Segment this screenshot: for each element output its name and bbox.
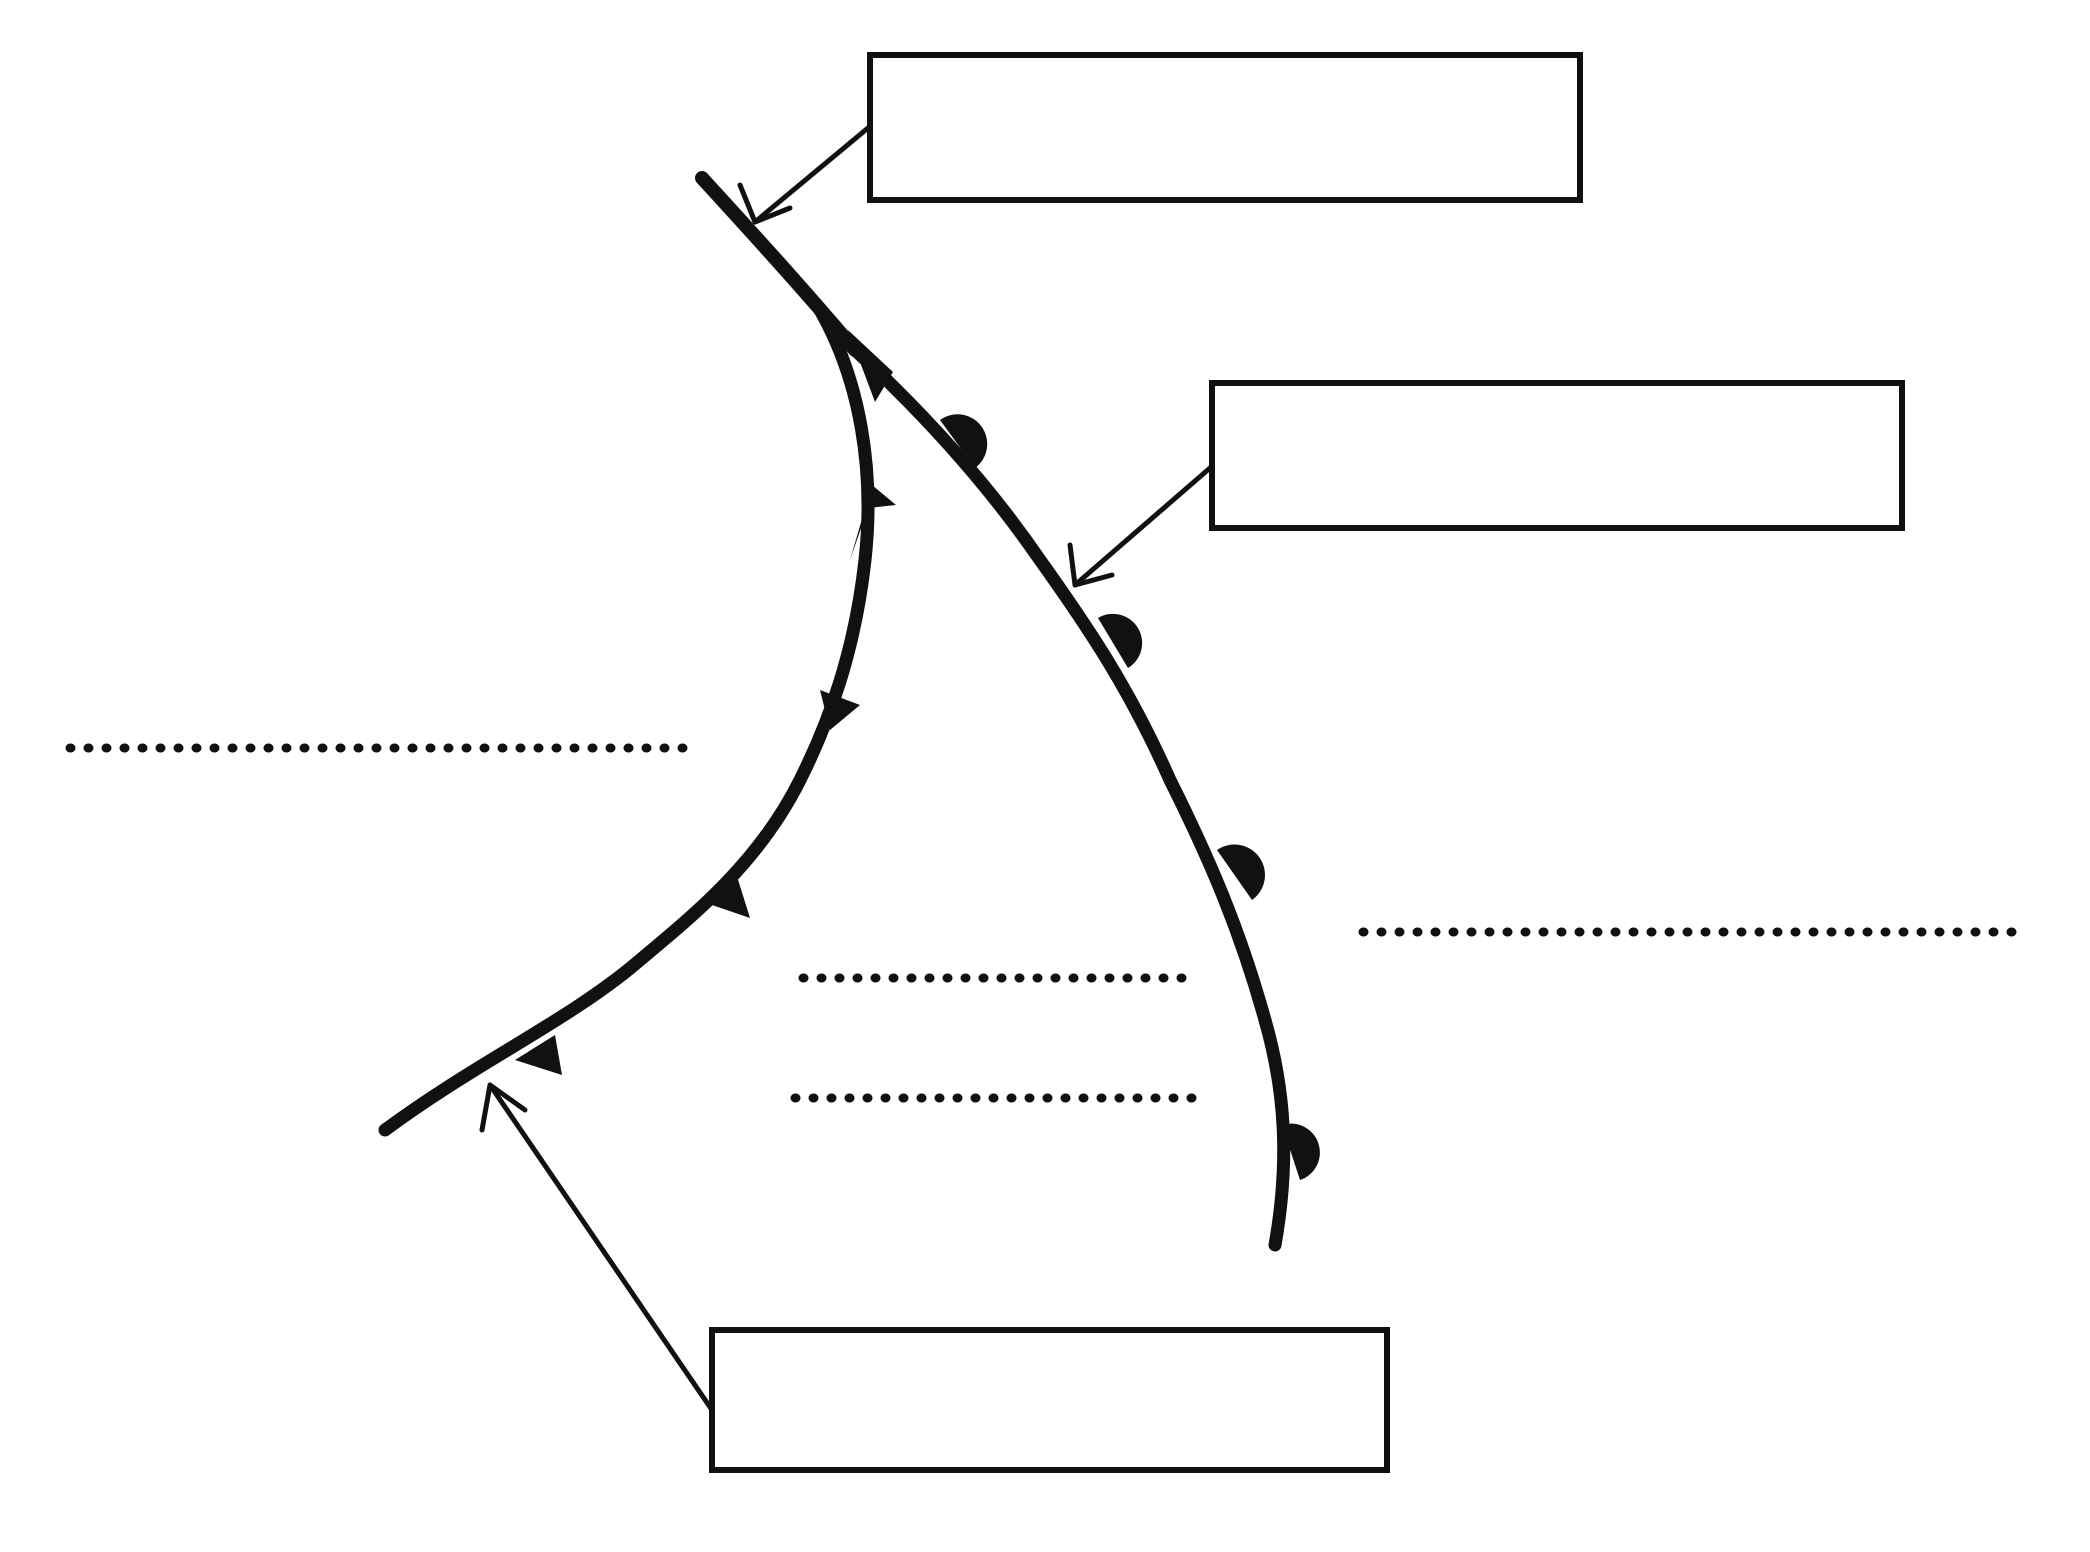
warm-front-line: [848, 343, 1291, 1252]
cold-front-line: [378, 303, 875, 1137]
leader-top: [737, 125, 871, 225]
semicircle-marker-icon: [1282, 1123, 1320, 1180]
triangle-marker-icon: [848, 330, 893, 402]
leader-bottom: [479, 1082, 715, 1413]
label-box-top[interactable]: [867, 52, 1583, 203]
semicircle-marker-icon: [1217, 844, 1265, 900]
triangle-marker-icon: [515, 1035, 562, 1075]
leader-middle: [1067, 465, 1213, 588]
semicircle-marker-icon: [1098, 613, 1143, 668]
cold-front-symbols: [515, 330, 896, 1075]
semicircle-marker-icon: [940, 414, 988, 468]
label-box-middle[interactable]: [1209, 380, 1905, 531]
warm-front-symbols: [940, 414, 1320, 1180]
label-box-bottom[interactable]: [709, 1327, 1390, 1473]
triangle-marker-icon: [820, 690, 860, 730]
triangle-marker-icon: [850, 485, 896, 560]
triangle-marker-icon: [712, 870, 750, 918]
